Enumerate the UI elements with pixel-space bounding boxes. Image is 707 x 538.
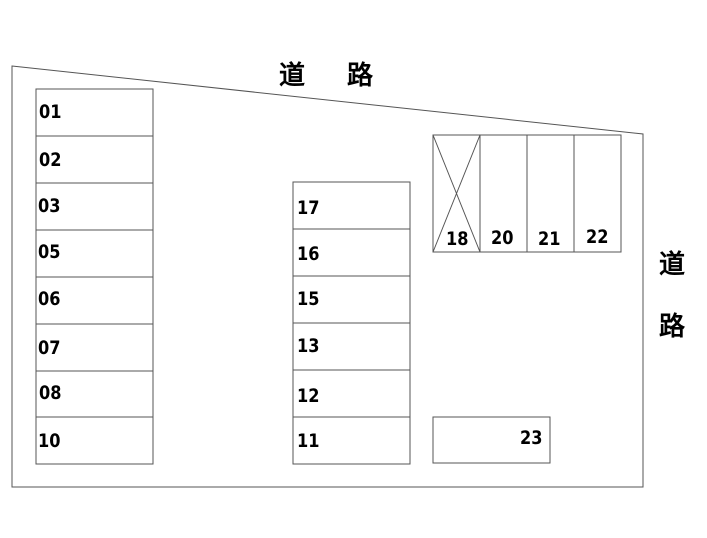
lot-boundary	[11, 65, 644, 488]
space-label-02: 02	[39, 149, 62, 171]
space-label-21: 21	[538, 228, 561, 250]
space-11-box	[292, 416, 411, 465]
space-label-17: 17	[297, 197, 320, 219]
space-label-08: 08	[39, 382, 62, 404]
unavailable-cross-icon	[432, 134, 481, 253]
space-23-box	[432, 416, 551, 464]
space-label-20: 20	[491, 227, 514, 249]
space-10-box	[35, 416, 154, 465]
space-label-12: 12	[297, 385, 320, 407]
road-right-char-2: 路	[659, 312, 686, 342]
space-label-07: 07	[38, 337, 61, 359]
space-label-06: 06	[38, 288, 61, 310]
space-label-22: 22	[586, 226, 609, 248]
space-label-13: 13	[297, 335, 320, 357]
space-label-15: 15	[297, 288, 320, 310]
space-label-05: 05	[38, 241, 61, 263]
space-row-top-right	[432, 134, 622, 253]
space-label-03: 03	[38, 195, 61, 217]
space-label-01: 01	[39, 101, 62, 123]
space-label-18: 18	[446, 228, 469, 250]
space-label-11: 11	[297, 430, 320, 452]
road-top-char-2: 路	[347, 61, 374, 91]
space-label-10: 10	[38, 430, 61, 452]
space-label-23: 23	[520, 427, 543, 449]
space-22-box	[573, 134, 622, 253]
space-label-16: 16	[297, 243, 320, 265]
space-column-left	[35, 88, 154, 465]
space-column-middle	[292, 181, 411, 465]
road-right-char-1: 道	[659, 250, 686, 280]
road-top-char-1: 道	[279, 61, 306, 91]
